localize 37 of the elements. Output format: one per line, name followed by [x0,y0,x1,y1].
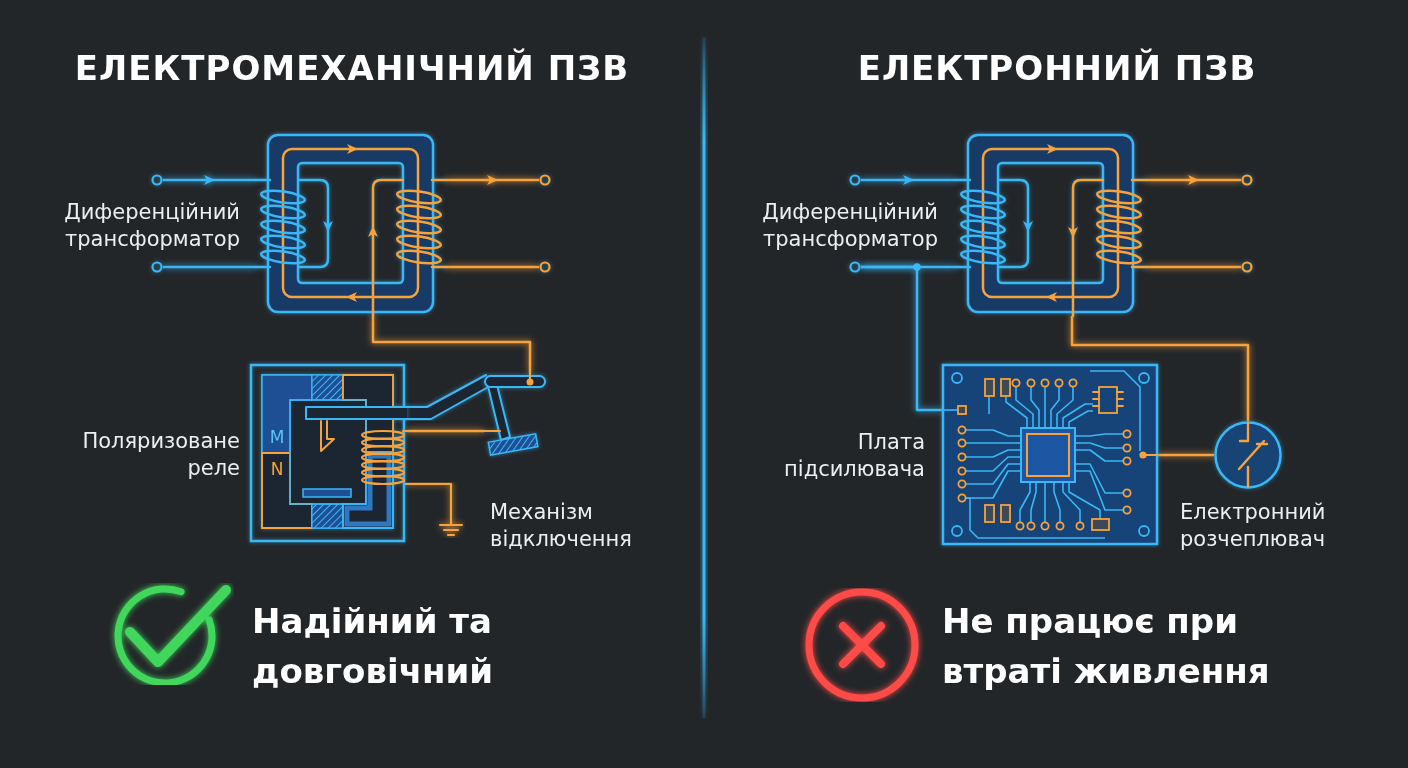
component-label: Диференційний трансформатор [63,199,240,253]
wire [1146,265,1241,269]
wire [1158,453,1214,457]
terminal-icon [1241,174,1253,186]
relay-drawing [248,362,407,544]
wire [861,265,942,412]
component-label: Диференційний трансформатор [761,199,938,253]
summary-text: Надійний та довговічний [252,600,495,693]
transformer-drawing [956,132,1146,316]
component-label: Поляризоване реле [81,428,240,482]
terminal-icon [151,174,163,186]
summary-text: Не працює при втраті живлення [942,600,1271,693]
terminal-icon [849,261,861,273]
wire [1146,175,1241,185]
terminal-icon [151,261,163,273]
terminal-icon [1241,261,1253,273]
switch-symbol [1214,421,1282,489]
component-label: Механізм відключення [490,499,633,553]
circuit-board-drawing [942,364,1158,545]
wire [1070,316,1250,421]
wire [446,175,539,185]
terminal-icon [539,174,551,186]
component-label: Електронний розчеплювач [1180,499,1327,553]
wire [407,429,484,433]
terminal-icon [539,261,551,273]
section-heading: ЕЛЕКТРОМЕХАНІЧНИЙ ПЗВ [73,47,631,90]
pole-letter: M [268,427,286,447]
wire [861,175,956,185]
terminal-icon [849,174,861,186]
wire [163,265,256,269]
transformer-drawing [256,132,446,316]
pole-letter: N [269,459,285,479]
section-heading: ЕЛЕКТРОННИЙ ПЗВ [856,47,1258,90]
component-label: Плата підсилювача [783,429,925,483]
wire [446,265,539,269]
wire [371,316,532,372]
wire [163,175,256,185]
